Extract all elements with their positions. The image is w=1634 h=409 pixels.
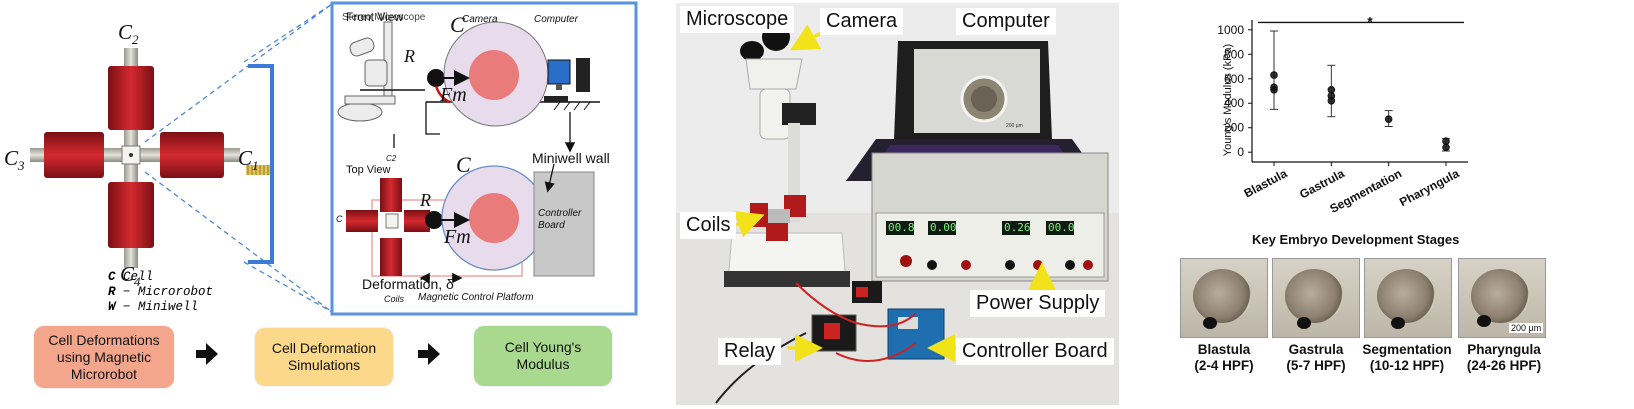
legend-symbol: C [108, 270, 116, 284]
legend-symbol: R [108, 285, 116, 299]
stage-name: Pharyngula [1467, 342, 1541, 357]
inset-deformation: Deformation, δ [362, 276, 454, 292]
stage-hpf: (10-12 HPF) [1369, 358, 1445, 373]
inset-force-symbol-top: Fm [444, 226, 471, 248]
inset-c2-small: C2 [386, 154, 397, 163]
stage-hpf: (5-7 HPF) [1286, 358, 1346, 373]
relay-board-2 [852, 281, 882, 303]
microscope [724, 23, 850, 287]
psu-readout: 0.00 [930, 221, 957, 234]
controller-board-sketch [533, 171, 595, 277]
arrow-coils [733, 211, 765, 238]
power-supply [871, 152, 1109, 282]
inset-camera: Camera [462, 14, 498, 25]
flow-box-label: Cell Young's Modulus [504, 339, 582, 372]
legend-text: Cell [123, 270, 154, 284]
photo-label-power-supply: Power Supply [970, 290, 1106, 317]
stage-name: Gastrula [1288, 342, 1344, 357]
photo-label-computer: Computer [956, 8, 1056, 35]
embryo-image-pharyngula: 200 µm [1458, 258, 1546, 338]
photo-label-controller-board: Controller Board [956, 338, 1114, 365]
stage-label-pharyngula: Pharyngula(24-26 HPF) [1456, 342, 1552, 374]
photo-label-camera: Camera [820, 8, 904, 35]
coil-right [160, 132, 224, 178]
inset-computer: Computer [534, 14, 578, 25]
flow-box-youngs-modulus: Cell Young's Modulus [474, 326, 612, 386]
stage-label-blastula: Blastula(2-4 HPF) [1184, 342, 1264, 374]
flow-arrow-1 [196, 343, 218, 365]
coil-label-c3: C3 [4, 146, 25, 174]
coil-label-c4: C4 [120, 262, 141, 290]
photo-label-coils: Coils [680, 212, 737, 239]
coil-bottom [108, 182, 154, 248]
legend: C Cell R − Microrobot W − Miniwell [108, 270, 213, 315]
coil-label-c2: C2 [118, 20, 139, 48]
screen-scale: 200 µm [1006, 123, 1023, 129]
legend-text: − Miniwell [123, 300, 199, 314]
inset-front-view: Front View [346, 10, 404, 24]
flow-box-label: Cell Deformation Simulations [271, 340, 377, 373]
embryo-image-gastrula [1272, 258, 1360, 338]
arrow-camera [789, 24, 822, 51]
inset-top-view: Top View [346, 164, 391, 176]
coil-top [108, 66, 154, 130]
inset-force-symbol: Fm [440, 84, 467, 106]
flow-box-simulations: Cell Deformation Simulations [255, 328, 393, 386]
coil-label-c1: C1 [238, 146, 259, 174]
inset-robot-symbol: R [404, 46, 415, 66]
inset-cell-symbol-top: C [456, 152, 471, 177]
flow-box-deformations: Cell Deformations using Magnetic Microro… [34, 326, 174, 388]
coil-left [44, 132, 104, 178]
controller-board-photo [887, 308, 945, 360]
psu-readout: 00.0 [1048, 221, 1075, 234]
chart-xlabel: Key Embryo Development Stages [1252, 232, 1460, 247]
spring-icon [246, 165, 270, 175]
inset-stereo-microscope: Stereo Microscope [342, 12, 426, 23]
inset-robot-symbol-top: R [420, 190, 431, 210]
zoom-bracket [248, 64, 274, 264]
flow-arrow-2 [418, 343, 440, 365]
stage-name: Segmentation [1362, 342, 1452, 357]
psu-readout: 0.26 [1004, 221, 1031, 234]
inset-coils: Coils [384, 294, 405, 304]
photo-label-relay: Relay [718, 338, 782, 365]
microscope-sketch [337, 21, 396, 122]
inset-platform: Magnetic Control Platform [418, 292, 534, 303]
chart-ylabel: Young's Modulus (kPa) [1222, 43, 1234, 157]
scale-bar: 200 µm [1509, 323, 1544, 333]
computer-sketch [544, 58, 590, 153]
photo-label-microscope: Microscope [680, 6, 795, 33]
stage-hpf: (24-26 HPF) [1466, 358, 1542, 373]
psu-readout: 00.8 [888, 221, 915, 234]
stage-name: Blastula [1197, 342, 1251, 357]
robot-top [425, 211, 443, 229]
flow-box-label: Cell Deformations using Magnetic Microro… [48, 331, 160, 382]
inset-miniwell-wall: Miniwell wall [532, 150, 610, 166]
zoom-line-top [144, 3, 333, 143]
stage-label-gastrula: Gastrula(5-7 HPF) [1276, 342, 1356, 374]
stage-hpf: (2-4 HPF) [1194, 358, 1254, 373]
inset-controller-board: Controller Board [538, 208, 582, 231]
stage-label-segmentation: Segmentation(10-12 HPF) [1352, 342, 1462, 374]
inset-c-small: C [336, 214, 343, 224]
legend-symbol: W [108, 300, 116, 314]
inset-cell-symbol: C [450, 12, 465, 37]
embryo-image-segmentation [1364, 258, 1452, 338]
legend-text: − Microrobot [123, 285, 214, 299]
zoom-line-bottom [144, 171, 333, 313]
embryo-image-blastula [1180, 258, 1268, 338]
